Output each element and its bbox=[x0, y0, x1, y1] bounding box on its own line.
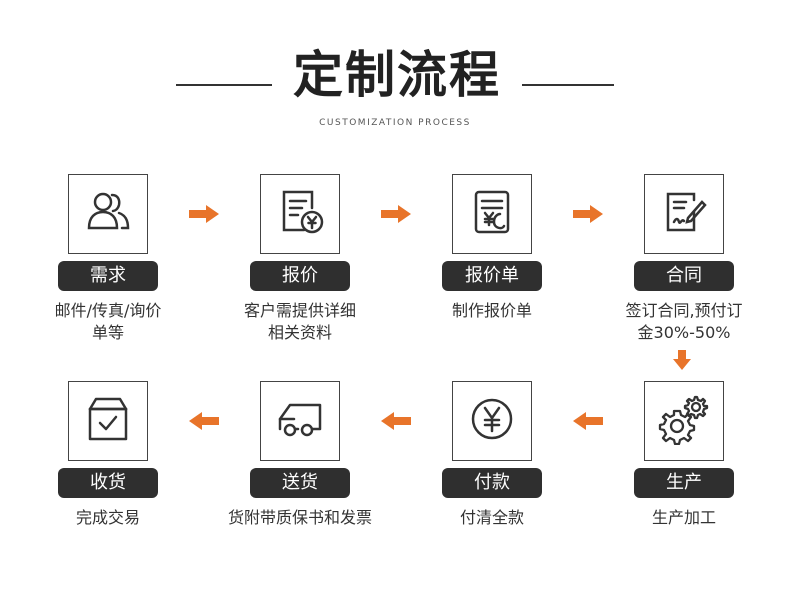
quote-sheet-icon bbox=[466, 186, 518, 242]
step-contract: 合同 签订合同,预付订金30%-50% bbox=[596, 174, 786, 364]
page-subtitle: CUSTOMIZATION PROCESS bbox=[319, 118, 471, 128]
step-quote: 报价 客户需提供详细相关资料 bbox=[212, 174, 402, 364]
step-description: 制作报价单 bbox=[451, 301, 532, 320]
step-icon-box bbox=[452, 381, 532, 461]
step-label: 报价单 bbox=[442, 261, 542, 291]
step-description: 付清全款 bbox=[459, 508, 524, 527]
flow-arrow-right bbox=[189, 205, 219, 223]
title-divider-right bbox=[522, 84, 614, 86]
step-icon-box bbox=[68, 381, 148, 461]
step-description: 货附带质保书和发票 bbox=[227, 508, 372, 527]
contract-sign-icon bbox=[658, 186, 710, 242]
step-label: 送货 bbox=[250, 468, 350, 498]
step-icon-box bbox=[644, 174, 724, 254]
step-delivery: 送货 货附带质保书和发票 bbox=[212, 381, 402, 571]
flow-arrow-left bbox=[381, 412, 411, 430]
step-icon-box bbox=[644, 381, 724, 461]
step-description: 客户需提供详细相关资料 bbox=[243, 301, 356, 342]
step-icon-box bbox=[452, 174, 532, 254]
step-description: 签订合同,预付订金30%-50% bbox=[625, 301, 743, 342]
step-label: 收货 bbox=[58, 468, 158, 498]
step-description: 完成交易 bbox=[75, 508, 140, 527]
step-payment: 付款 付清全款 bbox=[404, 381, 594, 571]
flow-arrow-down bbox=[673, 350, 691, 370]
step-label: 付款 bbox=[442, 468, 542, 498]
title-divider-left bbox=[176, 84, 272, 86]
step-receipt: 收货 完成交易 bbox=[20, 381, 210, 571]
step-requirement: 需求 邮件/传真/询价单等 bbox=[20, 174, 210, 364]
step-label: 报价 bbox=[250, 261, 350, 291]
flow-arrow-left bbox=[573, 412, 603, 430]
users-icon bbox=[82, 186, 134, 242]
step-production: 生产 生产加工 bbox=[596, 381, 786, 571]
step-description: 生产加工 bbox=[651, 508, 716, 527]
step-icon-box bbox=[260, 174, 340, 254]
step-icon-box bbox=[68, 174, 148, 254]
flow-arrow-left bbox=[189, 412, 219, 430]
yen-coin-icon bbox=[466, 393, 518, 449]
quote-document-yen-icon bbox=[274, 186, 326, 242]
header: 定制流程 CUSTOMIZATION PROCESS bbox=[0, 40, 790, 128]
delivery-van-icon bbox=[274, 393, 326, 449]
step-description: 邮件/传真/询价单等 bbox=[54, 301, 162, 342]
step-quote-sheet: 报价单 制作报价单 bbox=[404, 174, 594, 364]
step-icon-box bbox=[260, 381, 340, 461]
step-label: 生产 bbox=[634, 468, 734, 498]
step-label: 合同 bbox=[634, 261, 734, 291]
page-title: 定制流程 bbox=[293, 46, 501, 104]
flow-arrow-right bbox=[381, 205, 411, 223]
flow-arrow-right bbox=[573, 205, 603, 223]
step-label: 需求 bbox=[58, 261, 158, 291]
package-check-icon bbox=[82, 393, 134, 449]
gears-icon bbox=[658, 393, 710, 449]
